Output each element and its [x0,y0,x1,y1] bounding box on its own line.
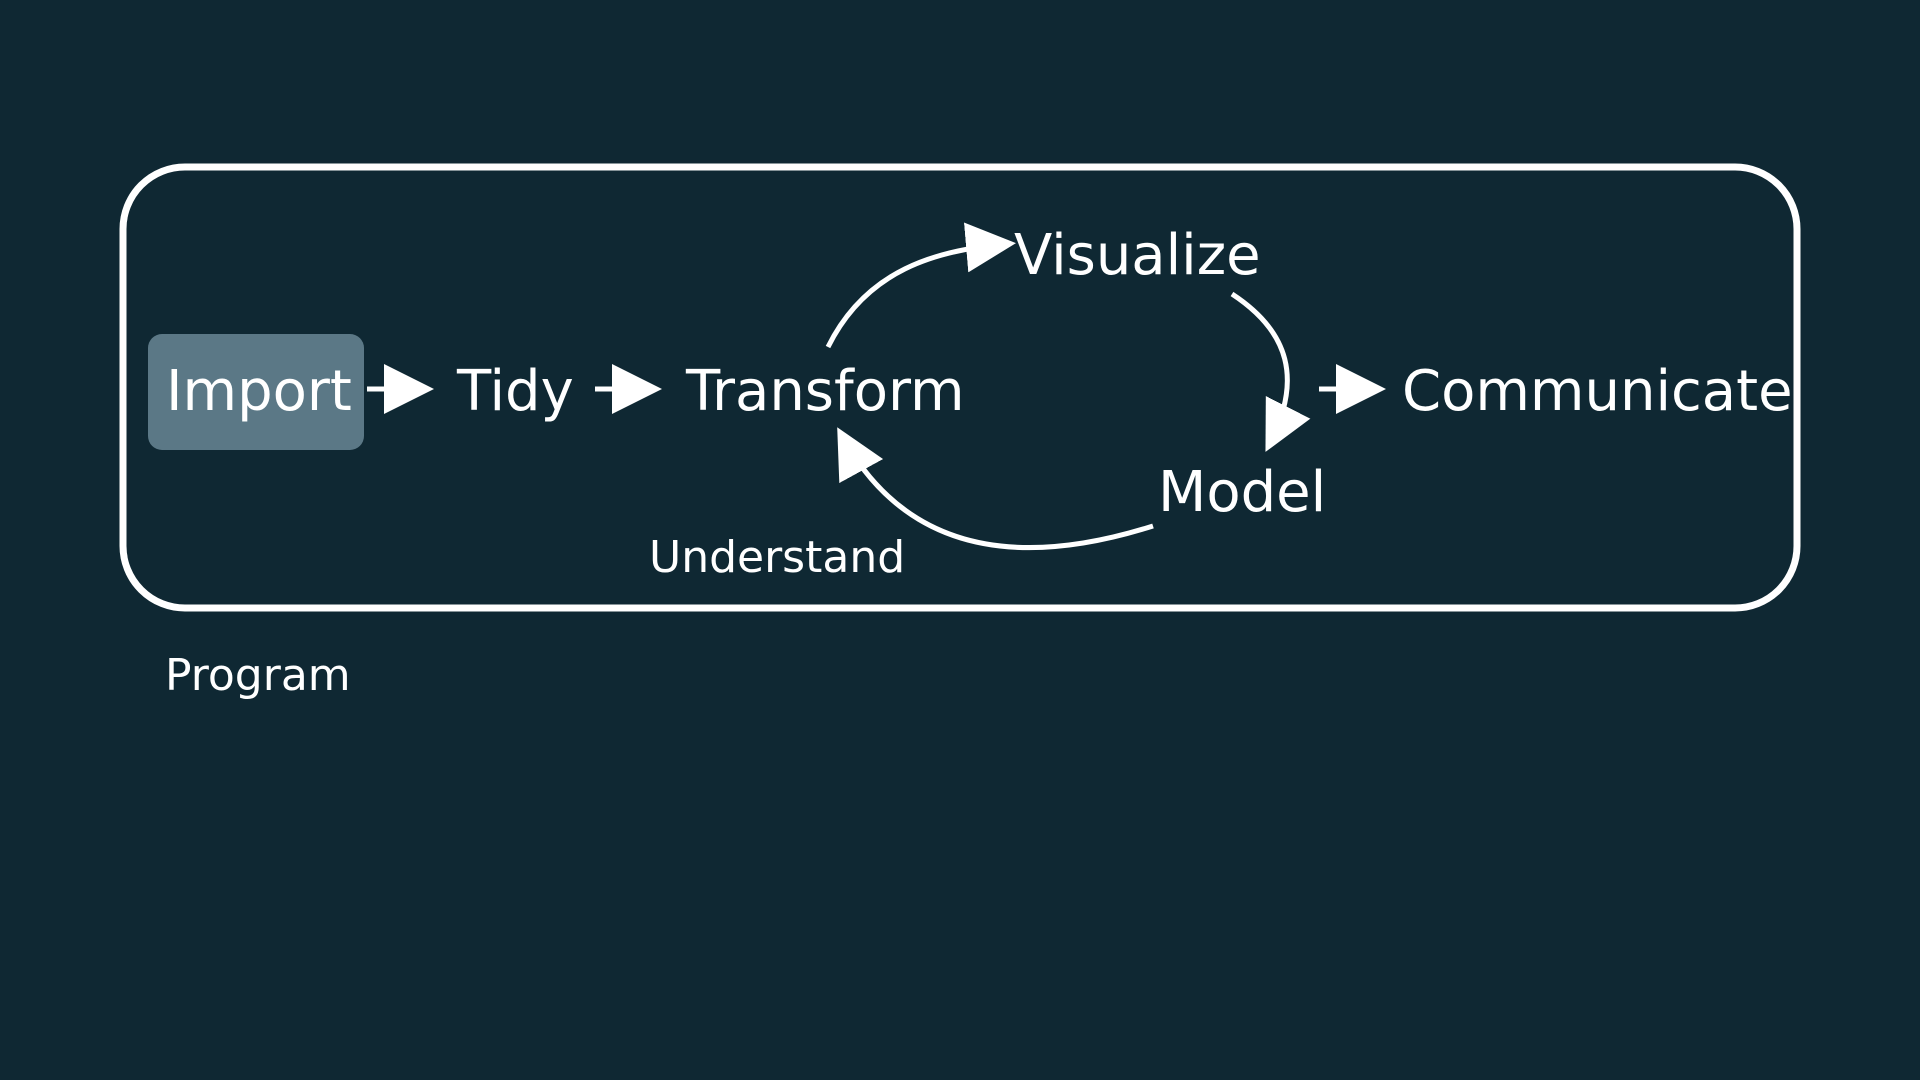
visualize-node: Visualize [1014,223,1261,288]
transform-node: Transform [685,359,965,424]
transform-to-visualize-arrow [825,222,1016,349]
model-node: Model [1158,460,1326,525]
program-frame [119,163,1801,612]
tidy-node: Tidy [456,359,574,424]
understand-label: Understand [649,532,905,583]
visualize-to-model-arrow [1230,291,1311,452]
program-label: Program [165,650,351,701]
import-node: Import [166,359,352,424]
communicate-node: Communicate [1402,359,1793,424]
model-to-transform-arrow [837,427,1154,551]
import-highlight-box [148,334,364,450]
